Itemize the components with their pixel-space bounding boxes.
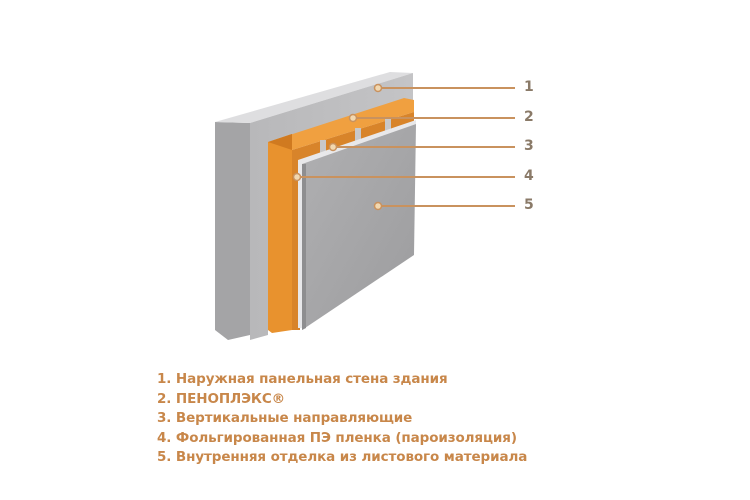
legend-item-2: 2. ПЕНОПЛЭКС® — [157, 390, 286, 407]
legend-item-3: 3. Вертикальные направляющие — [157, 410, 413, 426]
finish-panel — [302, 124, 416, 330]
wall-illustration — [215, 72, 515, 340]
leader-lines — [297, 87, 515, 207]
concrete-wall-side — [215, 122, 250, 340]
legend: 1. Наружная панельная стена здания 2. ПЕ… — [157, 370, 527, 468]
insulation-front-edge — [268, 134, 292, 333]
callout-3: 3 — [524, 138, 534, 154]
callout-2: 2 — [524, 109, 534, 125]
legend-item-4: 4. Фольгированная ПЭ пленка (пароизоляци… — [157, 429, 517, 446]
legend-item-5: 5. Внутренняя отделка из листового матер… — [157, 449, 528, 465]
callout-5: 5 — [524, 197, 534, 213]
concrete-wall-front — [250, 73, 413, 340]
concrete-wall-top — [215, 72, 413, 123]
insulation-top — [268, 98, 414, 150]
callout-1: 1 — [524, 79, 534, 95]
wall-layers-diagram: 1 2 3 4 5 — [215, 72, 534, 340]
callout-dots — [292, 83, 383, 211]
legend-item-1: 1. Наружная панельная стена здания — [157, 371, 448, 387]
callout-4: 4 — [524, 168, 534, 184]
